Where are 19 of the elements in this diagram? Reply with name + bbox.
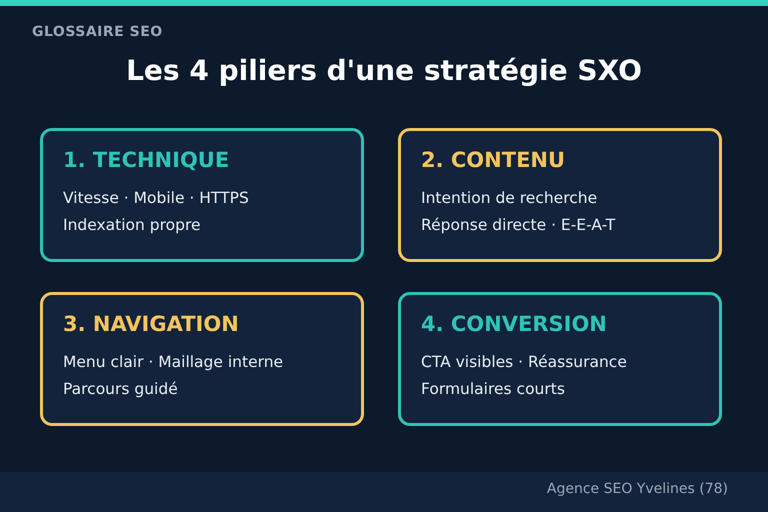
card-text: Formulaires courts <box>421 380 565 398</box>
pillar-card <box>398 292 722 426</box>
card-text: Parcours guidé <box>63 380 178 398</box>
card-heading: 4. CONVERSION <box>421 312 607 336</box>
card-text: Menu clair · Maillage interne <box>63 353 284 371</box>
pillar-card <box>398 128 722 262</box>
card-text: Réponse directe · E-E-A-T <box>421 216 616 234</box>
card-heading: 2. CONTENU <box>421 148 566 172</box>
card-heading: 1. TECHNIQUE <box>63 148 230 172</box>
title: Les 4 piliers d'une stratégie SXO <box>125 54 643 87</box>
pillar-card <box>40 292 364 426</box>
card-text: Indexation propre <box>63 216 201 234</box>
pillar-card <box>40 128 364 262</box>
card-text: Intention de recherche <box>421 189 598 207</box>
footer-text: Agence SEO Yvelines (78) <box>546 481 728 497</box>
card-text: Vitesse · Mobile · HTTPS <box>63 189 249 207</box>
header-text: GLOSSAIRE SEO <box>32 24 163 40</box>
card-heading: 3. NAVIGATION <box>63 312 239 336</box>
card-text: CTA visibles · Réassurance <box>421 353 627 371</box>
